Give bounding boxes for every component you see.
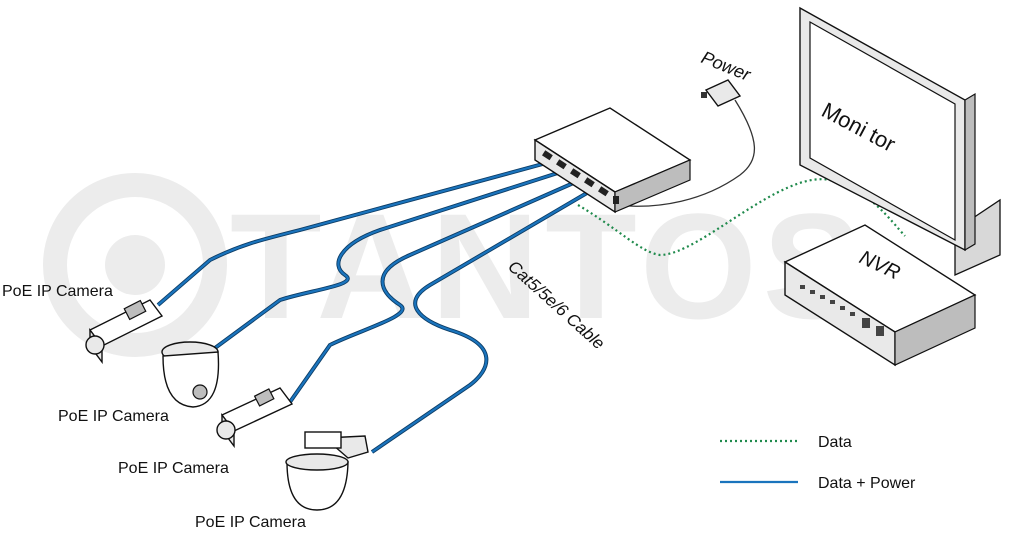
nvr-buttons bbox=[800, 285, 884, 336]
switch-ports bbox=[542, 150, 609, 197]
data-power-cables bbox=[156, 160, 594, 454]
camera-label-4: PoE IP Camera bbox=[195, 514, 306, 531]
ptz-dome-camera-icon bbox=[285, 431, 369, 511]
legend-data-label: Data bbox=[818, 434, 852, 451]
cable-2-core bbox=[214, 169, 565, 349]
legend-data-power-label: Data + Power bbox=[818, 475, 916, 492]
camera-label-2: PoE IP Camera bbox=[58, 408, 169, 425]
poe-switch bbox=[533, 107, 692, 214]
nvr: NVR bbox=[783, 224, 977, 367]
dome-camera-icon bbox=[161, 341, 220, 408]
power-adapter-icon bbox=[701, 79, 742, 107]
cable-4-core bbox=[371, 189, 593, 453]
box-camera-1-icon bbox=[85, 299, 164, 365]
watermark-text: TANTOS bbox=[230, 182, 869, 350]
power-label: Power bbox=[699, 47, 755, 85]
power-port-icon bbox=[613, 196, 619, 204]
cable-3-core bbox=[289, 179, 579, 403]
camera-label-3: PoE IP Camera bbox=[118, 460, 229, 477]
watermark: TANTOS bbox=[43, 173, 869, 357]
cable-1-core bbox=[157, 160, 551, 306]
power-cord bbox=[614, 99, 756, 207]
box-camera-2-icon bbox=[216, 387, 294, 449]
legend: Data Data + Power bbox=[720, 434, 916, 492]
monitor: Moni tor bbox=[799, 6, 1001, 277]
camera-label-1: PoE IP Camera bbox=[2, 283, 113, 300]
